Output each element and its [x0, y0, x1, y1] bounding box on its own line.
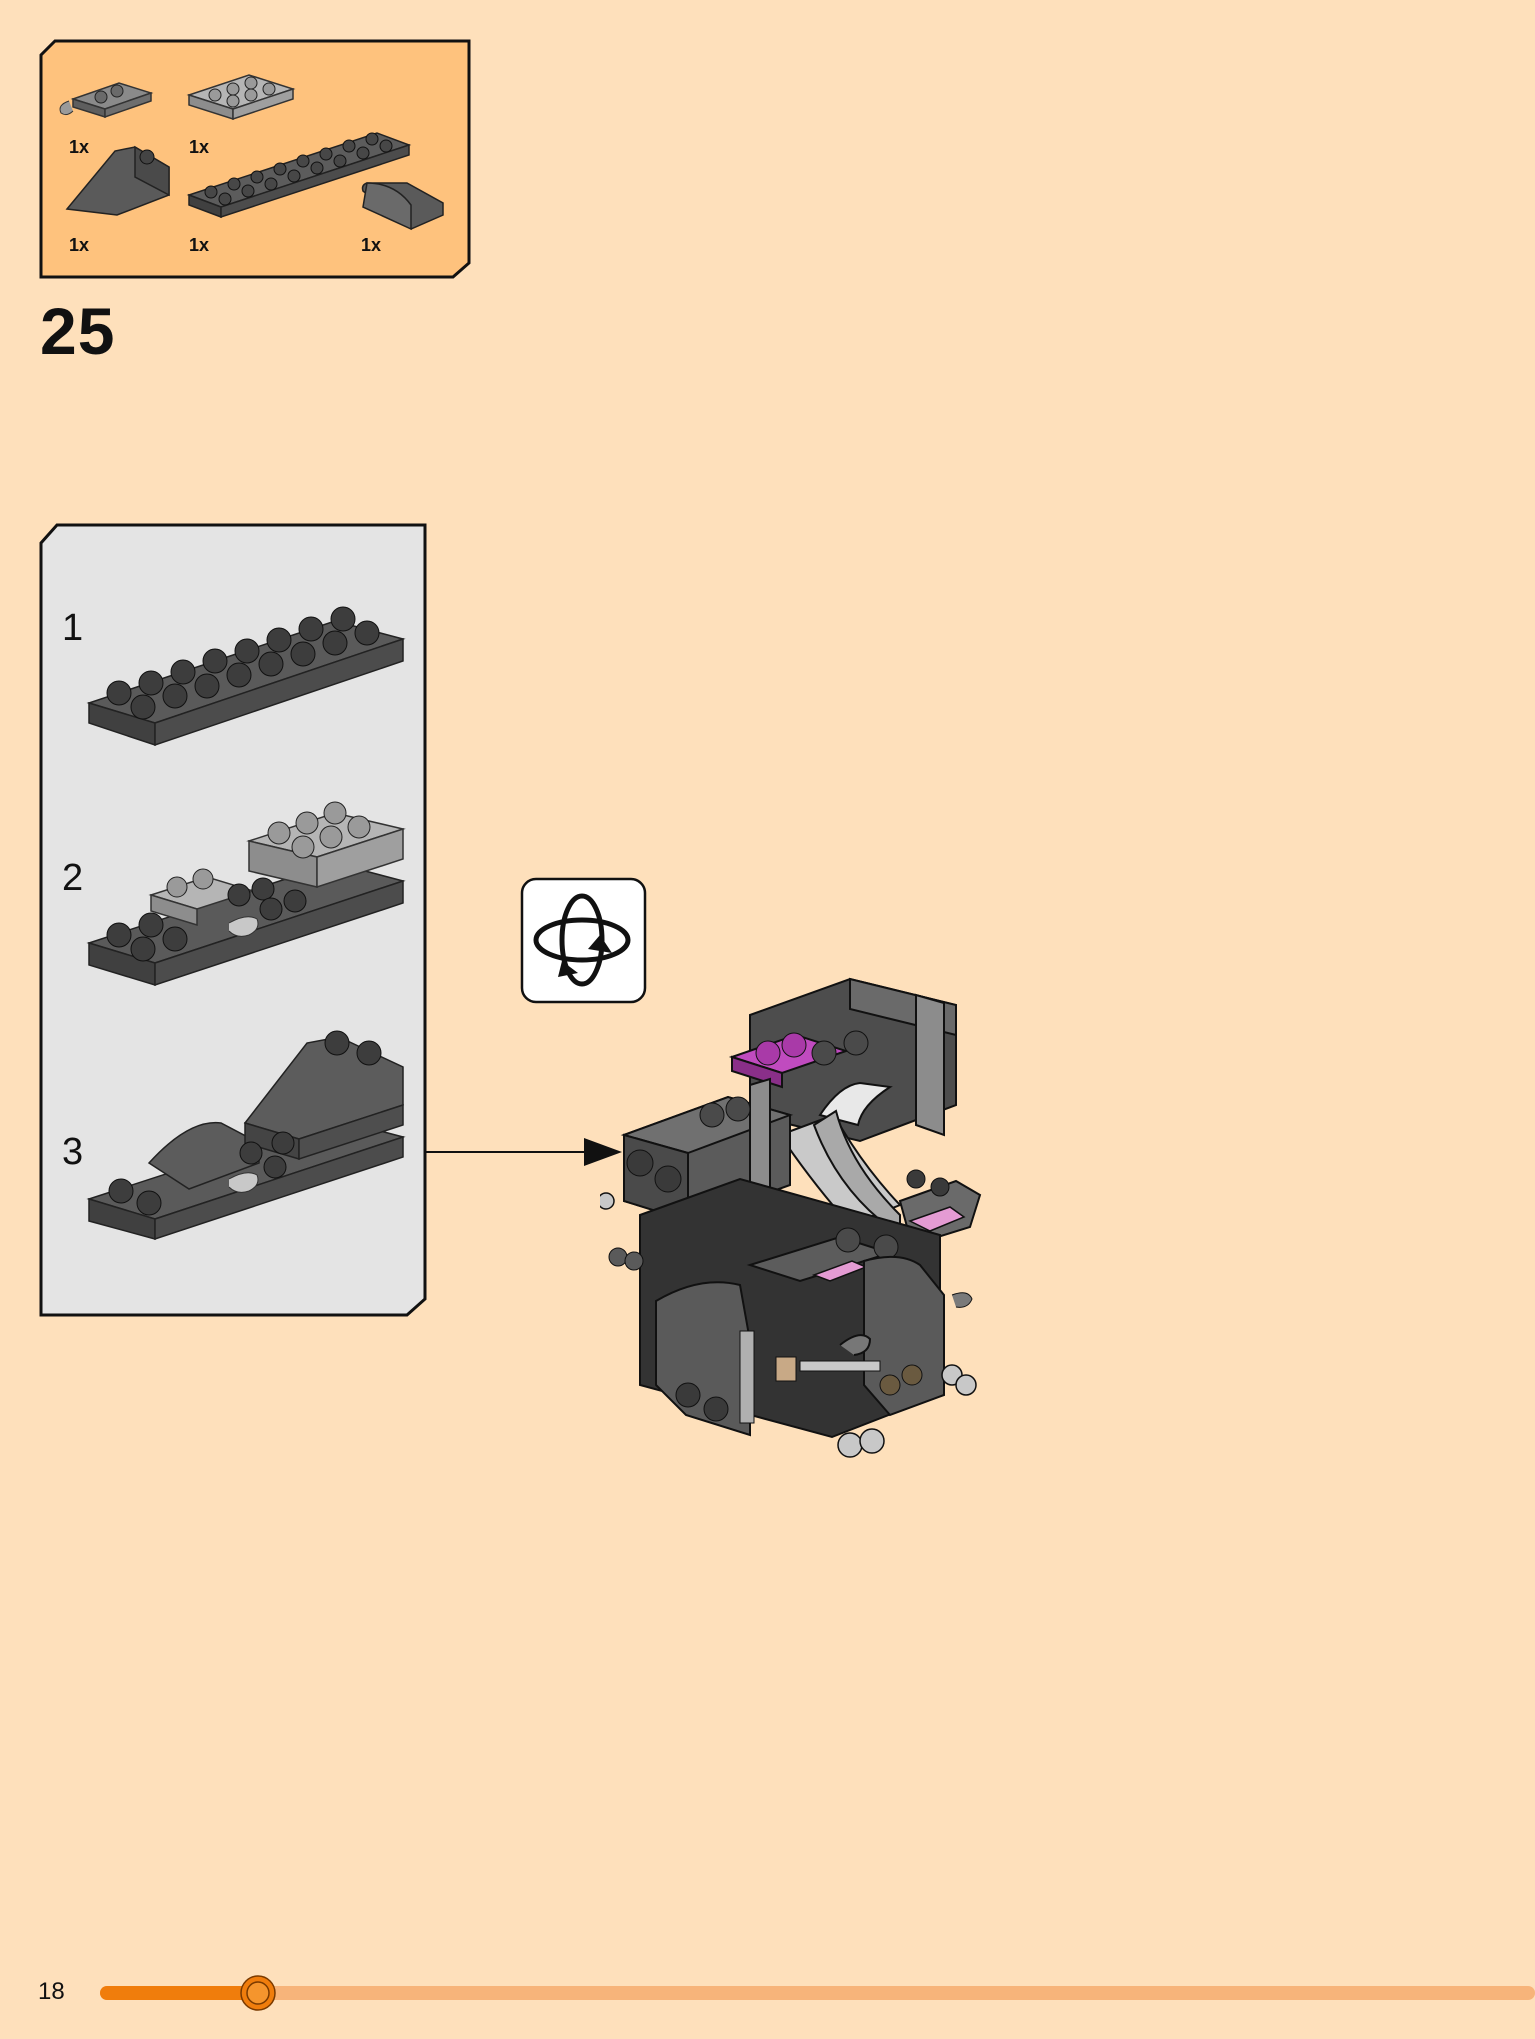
parts-list-box: 1x 1x 1x 1x 1x: [39, 39, 471, 279]
step-number: 25: [40, 294, 116, 368]
part-slope-brick: [65, 145, 170, 216]
substep-number: 3: [62, 1131, 84, 1173]
progress-fill: [100, 1986, 258, 2000]
part-qty: 1x: [69, 137, 90, 157]
part-curved-slope: [361, 182, 444, 231]
part-plate-2x3: [186, 74, 296, 121]
callout-arrow: [426, 1138, 622, 1166]
part-plate-with-clip: [59, 82, 154, 119]
substep-number: 1: [62, 607, 84, 649]
page-number: 18: [38, 1978, 65, 2005]
model-assembly: [600, 977, 982, 1458]
substep-3-assembly: [86, 1030, 406, 1241]
parts-box-frame: [39, 39, 471, 279]
substep-box-frame: [39, 523, 427, 1317]
rotate-model-icon: [520, 877, 647, 1004]
substep-number: 2: [62, 857, 84, 899]
progress-marker: [240, 1975, 276, 2011]
substep-box: 1 2 3: [39, 523, 427, 1317]
progress-track: [100, 1986, 1535, 2000]
part-plate-2x8: [186, 132, 412, 219]
substep-2-assembly: [86, 801, 406, 987]
substep-1-plate: [86, 606, 406, 747]
part-qty: 1x: [69, 235, 90, 255]
part-qty: 1x: [189, 137, 210, 157]
part-qty: 1x: [361, 235, 382, 255]
progress-bar: [100, 1975, 1535, 2011]
part-qty: 1x: [189, 235, 210, 255]
